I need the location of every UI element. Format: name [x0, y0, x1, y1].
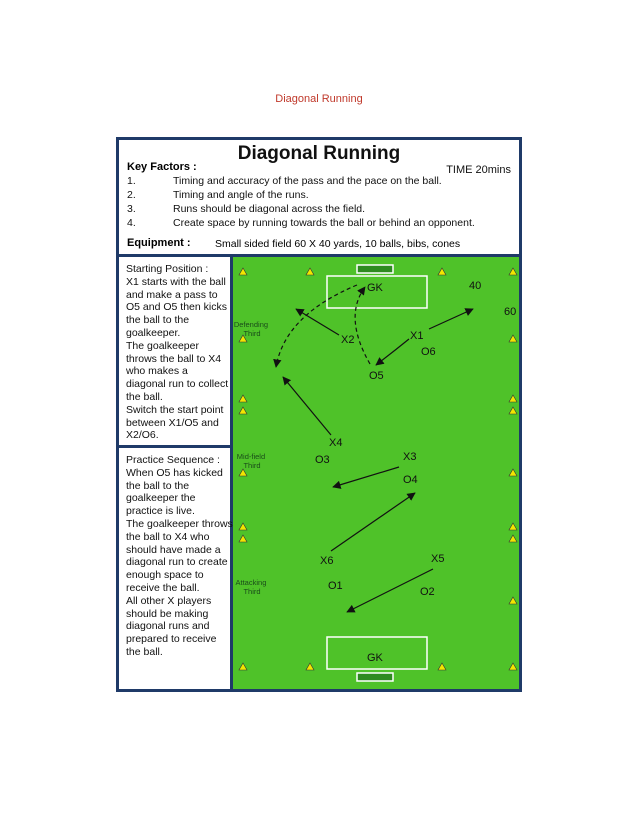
key-factors-label: Key Factors :: [127, 161, 197, 173]
practice-sequence-panel: Practice Sequence : When O5 has kicked t…: [119, 448, 233, 689]
cone: [238, 394, 248, 403]
cone: [238, 334, 248, 343]
cone: [437, 662, 447, 671]
goal-top: [356, 264, 394, 274]
key-factor-item: 1.Timing and accuracy of the pass and th…: [127, 175, 442, 187]
key-factor-item: 2.Timing and angle of the runs.: [127, 189, 309, 201]
field-width-label: 40: [469, 280, 481, 292]
run-arrow-x5: [346, 568, 434, 613]
player-x6: X6: [320, 555, 333, 567]
run-arrow-x2: [295, 308, 340, 336]
cone: [508, 334, 518, 343]
drill-title: Diagonal Running: [237, 143, 401, 164]
cone: [305, 267, 315, 276]
equipment-value: Small sided field 60 X 40 yards, 10 ball…: [215, 238, 461, 250]
player-o5: O5: [369, 370, 384, 382]
cone: [508, 267, 518, 276]
run-arrow-x1: [428, 308, 474, 330]
player-o2: O2: [420, 586, 435, 598]
cone: [305, 662, 315, 671]
player-o6: O6: [421, 346, 436, 358]
cones: [238, 267, 518, 671]
practice-sequence-text: Practice Sequence : When O5 has kicked t…: [126, 454, 233, 658]
run-arrow-x6: [330, 492, 416, 552]
cone: [508, 534, 518, 543]
cone: [508, 468, 518, 477]
cone: [508, 406, 518, 415]
player-o1: O1: [328, 580, 343, 592]
player-x1: X1: [410, 330, 423, 342]
goal-bottom: [356, 672, 394, 682]
player-x4: X4: [329, 437, 342, 449]
arrows: [273, 284, 474, 613]
cone: [238, 522, 248, 531]
kick-arrow-o5-gk: [354, 286, 371, 365]
drill-header: Diagonal Running TIME 20mins Key Factors…: [119, 140, 519, 257]
player-x5: X5: [431, 553, 444, 565]
cone: [508, 522, 518, 531]
field-length-label: 60: [504, 306, 516, 318]
cone: [508, 662, 518, 671]
player-o3: O3: [315, 454, 330, 466]
cone: [437, 267, 447, 276]
key-factor-item: 3.Runs should be diagonal across the fie…: [127, 203, 366, 215]
pitch: 40 60 Defending Third Mid-field Third At…: [233, 257, 519, 689]
player-x2: X2: [341, 334, 354, 346]
cone: [238, 468, 248, 477]
penalty-area-top: [326, 275, 428, 309]
run-arrow-x4: [282, 376, 332, 436]
player-x3: X3: [403, 451, 416, 463]
cone: [238, 406, 248, 415]
penalty-area-bottom: [326, 636, 428, 670]
cone: [238, 662, 248, 671]
cone: [508, 596, 518, 605]
gk-top-label: GK: [367, 282, 384, 294]
page-caption: Diagonal Running: [275, 93, 363, 105]
drill-time: TIME 20mins: [446, 164, 511, 176]
cone: [238, 267, 248, 276]
drill-sheet: Diagonal Running TIME 20mins Key Factors…: [116, 137, 522, 692]
zone-label-attacking: Attacking Third: [236, 578, 269, 596]
player-o4: O4: [403, 474, 418, 486]
cone: [508, 394, 518, 403]
throw-arrow-gk-x4: [273, 284, 358, 368]
gk-bottom-label: GK: [367, 652, 384, 664]
key-factor-item: 4.Create space by running towards the ba…: [127, 217, 475, 229]
starting-position-panel: Starting Position : X1 starts with the b…: [119, 257, 233, 448]
starting-position-text: Starting Position : X1 starts with the b…: [126, 263, 229, 442]
equipment-label: Equipment :: [127, 237, 191, 249]
zone-label-midfield: Mid-field Third: [237, 452, 267, 470]
cone: [238, 534, 248, 543]
pass-arrow-x1-o5: [375, 338, 410, 366]
zone-label-defending: Defending Third: [234, 320, 270, 338]
run-arrow-x3: [332, 466, 400, 489]
